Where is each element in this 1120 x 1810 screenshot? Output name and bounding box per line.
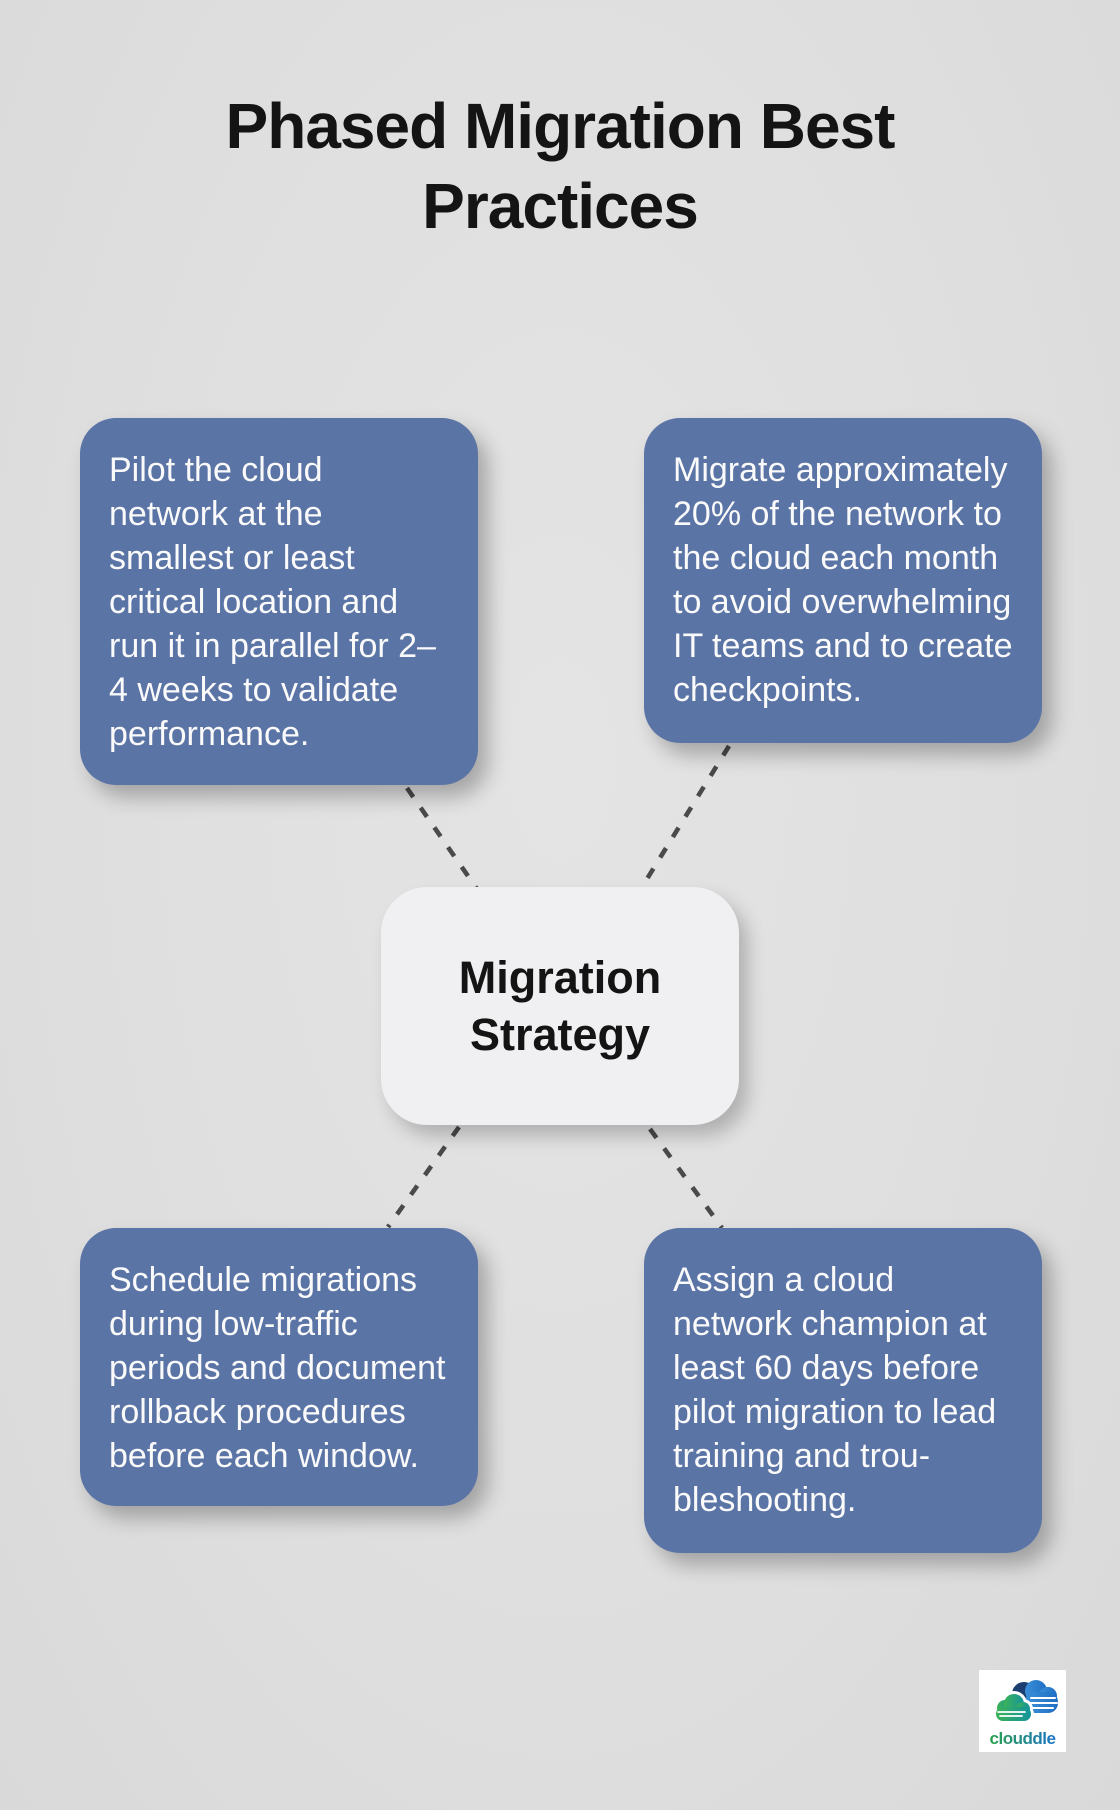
center-node-line: Strategy — [469, 1009, 651, 1060]
logo-cloud-green — [996, 1694, 1031, 1721]
card-text-line: before each window. — [109, 1437, 419, 1475]
card-text-line: least 60 days before — [673, 1349, 980, 1387]
card-text-line: Schedule migrations — [109, 1261, 418, 1299]
card-text-line: the cloud each month — [673, 539, 999, 577]
card-text-line: 20% of the network to — [673, 495, 1002, 533]
page-title-line-2: Practices — [422, 170, 699, 242]
logo-cloud-stripes-green — [997, 1711, 1026, 1717]
connector-top-right — [640, 744, 731, 889]
card-migrate-20-percent: Migrate approximately 20% of the network… — [644, 418, 1042, 743]
card-text-line: rollback procedures — [109, 1393, 406, 1431]
card-text-line: performance. — [109, 715, 310, 753]
card-text-line: periods and document — [109, 1349, 446, 1387]
card-text-line: during low-traffic — [109, 1305, 358, 1343]
clouddle-logo-icon: clouddle — [990, 1680, 1058, 1748]
card-text-line: network at the — [109, 495, 323, 533]
page-title: Phased Migration Best Practices — [0, 86, 1120, 246]
card-text-line: smallest or least — [109, 539, 355, 577]
card-text-line: Pilot the cloud — [109, 451, 323, 489]
card-text-line: Migrate approximately — [673, 451, 1008, 489]
brand-logo: clouddle — [979, 1670, 1066, 1752]
card-text-line: training and trou- — [673, 1437, 931, 1475]
card-text-line: network champion at — [673, 1305, 987, 1343]
connector-top-left — [405, 786, 479, 891]
card-text-line: bleshooting. — [673, 1481, 857, 1519]
connector-bottom-right — [648, 1127, 724, 1230]
card-text-line: 4 weeks to validate — [109, 671, 399, 709]
connector-bottom-left — [386, 1125, 461, 1229]
card-text-line: critical location and — [109, 583, 399, 621]
card-text-line: IT teams and to create — [673, 627, 1013, 665]
card-pilot-network: Pilot the cloud network at the smallest … — [80, 418, 478, 785]
card-schedule-migrations: Schedule migrations during low-traffic p… — [80, 1228, 478, 1506]
center-node-migration-strategy: Migration Strategy — [381, 887, 739, 1125]
logo-cloud-stripes-blue — [1028, 1697, 1058, 1709]
brand-wordmark: clouddle — [990, 1729, 1056, 1748]
card-text-line: run it in parallel for 2– — [109, 627, 436, 665]
card-text-line: checkpoints. — [673, 671, 862, 709]
page-title-line-1: Phased Migration Best — [225, 90, 896, 162]
card-assign-champion: Assign a cloud network champion at least… — [644, 1228, 1042, 1553]
card-text-line: pilot migration to lead — [673, 1393, 997, 1431]
center-node-line: Migration — [458, 952, 662, 1003]
card-text-line: to avoid overwhelming — [673, 583, 1012, 621]
card-text-line: Assign a cloud — [673, 1261, 895, 1299]
